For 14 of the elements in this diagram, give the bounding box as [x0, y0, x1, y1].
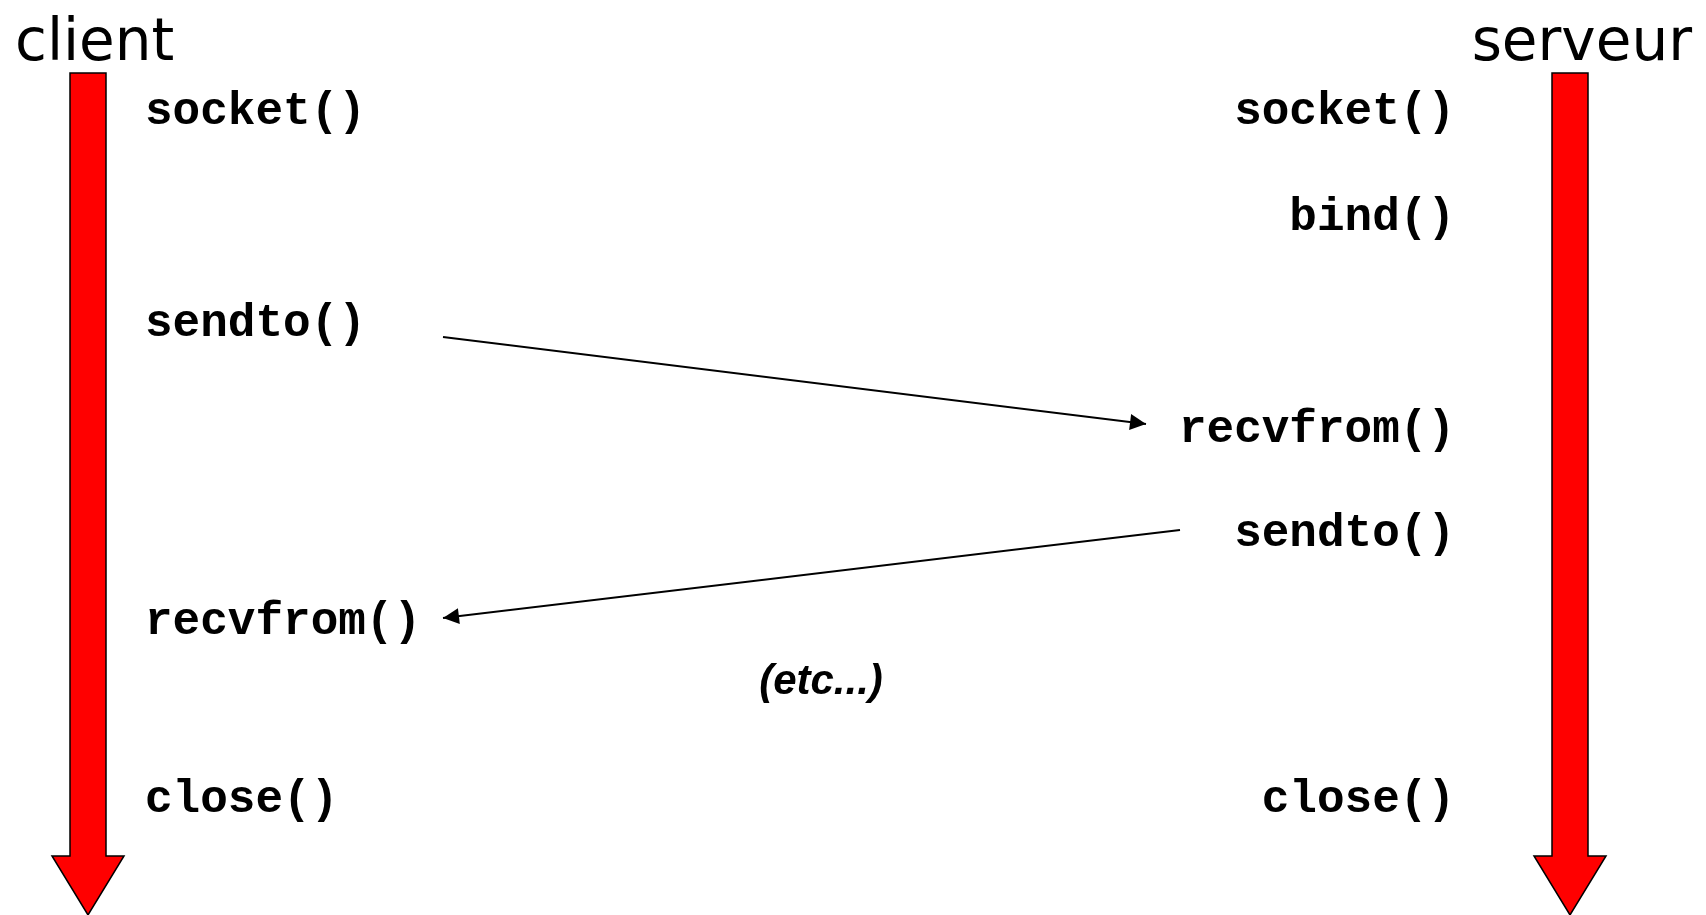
function-call: recvfrom() [1178, 404, 1455, 456]
function-call: close() [145, 774, 339, 826]
function-call: close() [1261, 774, 1455, 826]
arrow [442, 336, 1147, 430]
function-call: socket() [1234, 86, 1455, 138]
function-call: sendto() [145, 298, 366, 350]
function-call: socket() [145, 86, 366, 138]
column-heading: serveur [1471, 5, 1692, 76]
column-heading: client [15, 5, 175, 76]
function-call: sendto() [1234, 508, 1455, 560]
function-call: bind() [1289, 192, 1455, 244]
function-call: recvfrom() [145, 596, 422, 648]
arrow [442, 529, 1181, 625]
note: (etc...) [759, 655, 883, 705]
